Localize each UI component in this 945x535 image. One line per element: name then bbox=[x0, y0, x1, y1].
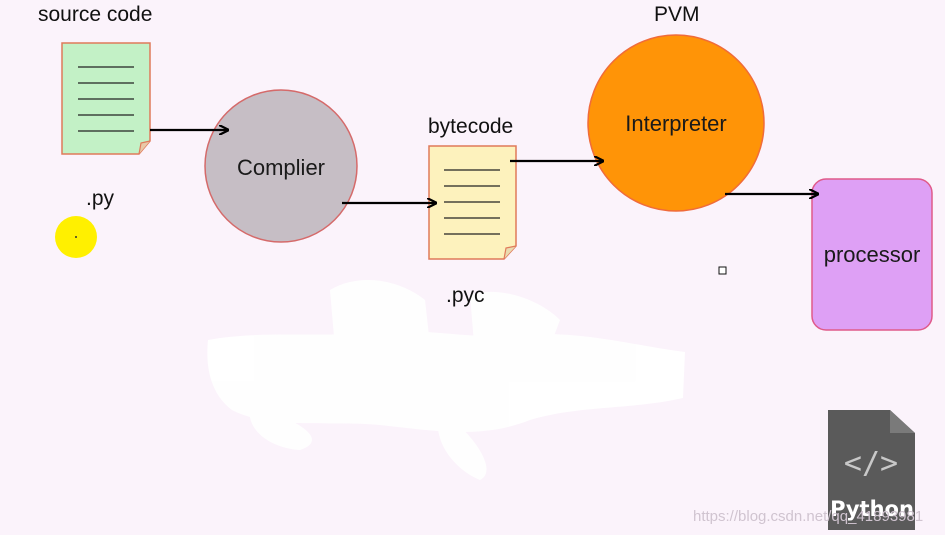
source-code-document bbox=[61, 42, 151, 155]
py-extension-label: .py bbox=[86, 187, 115, 210]
source-code-label: source code bbox=[38, 3, 153, 26]
watermark-url: https://blog.csdn.net/qq_41893981 bbox=[693, 508, 924, 525]
compiler-node bbox=[204, 89, 358, 243]
python-logo-text: Python bbox=[830, 497, 914, 521]
bytecode-label: bytecode bbox=[428, 115, 514, 138]
bytecode-document bbox=[428, 145, 517, 260]
svg-text:</>: </> bbox=[844, 446, 898, 481]
interpreter-node bbox=[587, 34, 765, 212]
processor-label: processor bbox=[824, 242, 921, 267]
interpreter-label: Interpreter bbox=[625, 111, 727, 136]
redaction-scribble bbox=[207, 279, 686, 480]
python-logo-watermark: </> bbox=[828, 410, 915, 530]
pyc-extension-label: .pyc bbox=[446, 284, 485, 307]
pvm-label: PVM bbox=[654, 3, 700, 26]
cursor-highlight bbox=[55, 216, 97, 258]
selection-handle bbox=[718, 266, 727, 275]
compiler-label: Complier bbox=[237, 155, 325, 180]
processor-node bbox=[811, 178, 933, 331]
